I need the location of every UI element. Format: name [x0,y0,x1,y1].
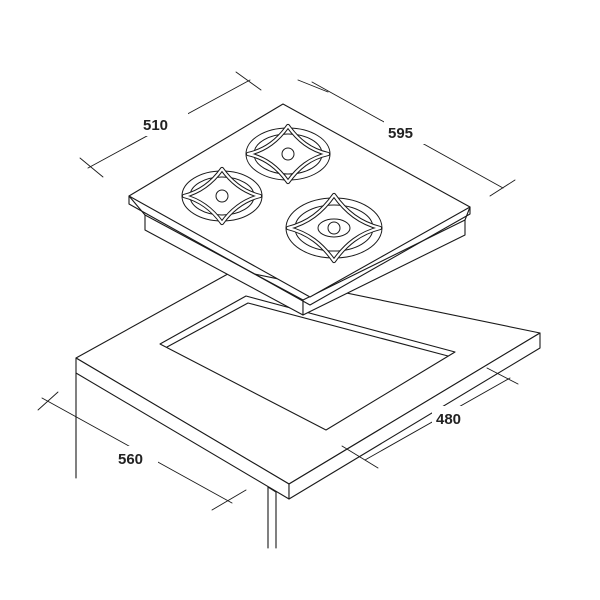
hob-body-right-side [302,219,466,316]
hob-plate-edge-right [464,206,471,221]
gas-hob [128,103,471,316]
cutout-opening [159,295,456,431]
dimension-hob-width: 595 [297,79,516,197]
label-510: 510 [143,117,168,134]
hob-plate-thickness [128,195,471,306]
burner-back [245,123,331,185]
label-560: 560 [118,451,143,468]
burner-left [181,166,263,226]
dimension-hob-depth: 510 [79,71,262,178]
label-595: 595 [388,125,413,142]
dimension-cutout-depth: 480 [341,367,519,469]
cabinet-top-join [267,486,277,493]
countertop [75,269,541,549]
countertop-right-face [288,332,541,500]
label-480: 480 [436,411,461,428]
dimension-cutout-width: 560 [37,391,247,511]
cutout-inner-edge [166,302,449,357]
burner-front-wok [285,192,383,264]
